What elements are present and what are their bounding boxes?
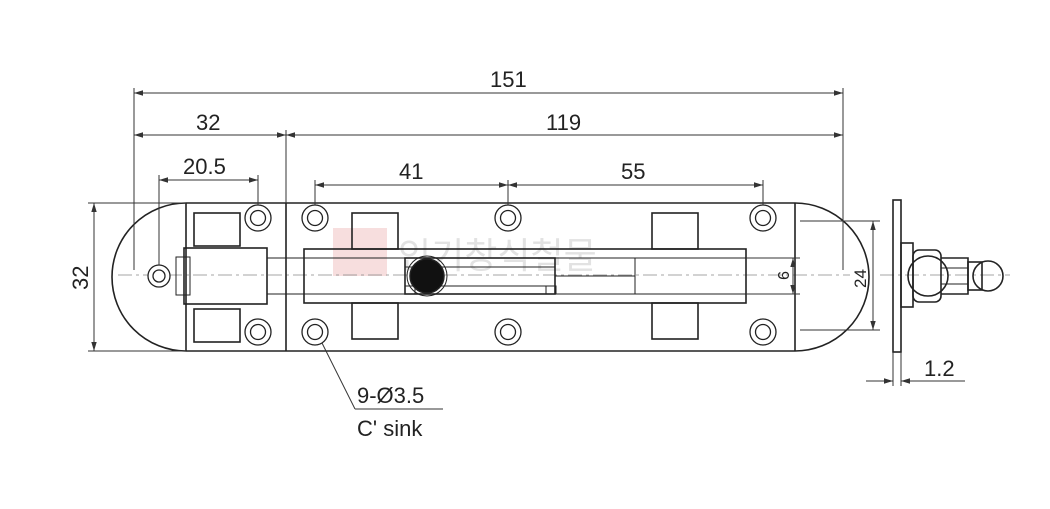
- watermark: 인기창식철물: [333, 228, 597, 277]
- dim-spacing-b: 55: [621, 159, 645, 184]
- hole: [749, 318, 777, 346]
- hole: [301, 204, 329, 232]
- bolt-knob: [409, 258, 445, 294]
- dim-height: 32: [68, 266, 93, 290]
- countersink-note: C' sink: [357, 416, 423, 441]
- dim-overall-length: 151: [490, 67, 527, 92]
- hole: [494, 204, 522, 232]
- dim-right-length: 119: [546, 110, 581, 135]
- hole: [244, 204, 272, 232]
- hole: [301, 318, 329, 346]
- mounting-holes: [147, 204, 777, 346]
- hole: [494, 318, 522, 346]
- hole: [147, 264, 171, 288]
- dim-spacing-a: 41: [399, 159, 423, 184]
- bolt-body: [267, 212, 747, 340]
- dim-plate-thickness: 1.2: [924, 356, 955, 381]
- hole: [749, 204, 777, 232]
- hole-note: 9-Ø3.5: [357, 383, 424, 408]
- dim-bolt-height: 9: [774, 271, 791, 280]
- left-keeper: [175, 212, 268, 343]
- bolt-knob-ring: [406, 255, 448, 297]
- dim-hole-spacing-left: 20.5: [183, 154, 226, 179]
- dim-pin-height: 24: [851, 269, 870, 288]
- hole: [244, 318, 272, 346]
- watermark-logo: [333, 228, 387, 276]
- side-view: [892, 199, 1004, 353]
- dim-left-length: 32: [196, 110, 220, 135]
- hole-note-leader: [321, 342, 356, 410]
